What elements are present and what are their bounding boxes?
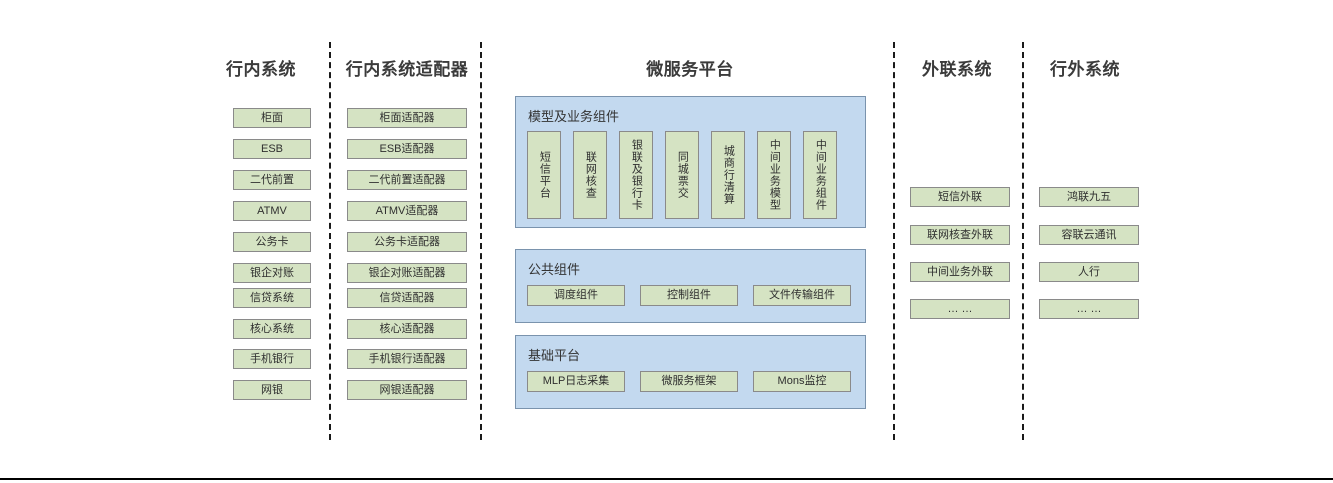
list-item[interactable]: 中间业务组件 — [803, 131, 837, 219]
list-item[interactable]: 文件传输组件 — [753, 285, 851, 306]
column-title-outside-bank-systems: 行外系统 — [1050, 60, 1120, 79]
list-item[interactable]: 人行 — [1039, 262, 1139, 282]
list-item[interactable]: ATMV适配器 — [347, 201, 467, 221]
list-item[interactable]: 城商行清算 — [711, 131, 745, 219]
panel-title: 基础平台 — [528, 348, 581, 363]
column-divider-3 — [893, 42, 895, 440]
list-item[interactable]: 信贷系统 — [233, 288, 311, 308]
list-item[interactable]: 微服务框架 — [640, 371, 738, 392]
list-item[interactable]: 核心系统 — [233, 319, 311, 339]
list-item[interactable]: 柜面适配器 — [347, 108, 467, 128]
column-divider-2 — [480, 42, 482, 440]
list-item[interactable]: 鸿联九五 — [1039, 187, 1139, 207]
list-item[interactable]: 柜面 — [233, 108, 311, 128]
list-item[interactable]: 二代前置 — [233, 170, 311, 190]
list-item[interactable]: Mons监控 — [753, 371, 851, 392]
list-item[interactable]: 控制组件 — [640, 285, 738, 306]
column-divider-1 — [329, 42, 331, 440]
list-item[interactable]: 银企对账适配器 — [347, 263, 467, 283]
list-item[interactable]: 中间业务外联 — [910, 262, 1010, 282]
list-item[interactable]: … … — [910, 299, 1010, 319]
list-item[interactable]: MLP日志采集 — [527, 371, 625, 392]
list-item[interactable]: 公务卡 — [233, 232, 311, 252]
column-divider-4 — [1022, 42, 1024, 440]
list-item[interactable]: 信贷适配器 — [347, 288, 467, 308]
list-item[interactable]: 联网核查外联 — [910, 225, 1010, 245]
platform-title: 微服务平台 — [646, 60, 734, 79]
list-item[interactable]: 调度组件 — [527, 285, 625, 306]
list-item[interactable]: 公务卡适配器 — [347, 232, 467, 252]
list-item[interactable]: 短信外联 — [910, 187, 1010, 207]
column-title-external-link-systems: 外联系统 — [922, 60, 992, 79]
bottom-rule — [0, 478, 1333, 480]
column-title-internal-adapters: 行内系统适配器 — [345, 60, 469, 79]
panel-title: 公共组件 — [528, 262, 581, 277]
list-item[interactable]: 联网核查 — [573, 131, 607, 219]
list-item[interactable]: 同城票交 — [665, 131, 699, 219]
list-item[interactable]: 网银适配器 — [347, 380, 467, 400]
list-item[interactable]: … … — [1039, 299, 1139, 319]
list-item[interactable]: ESB适配器 — [347, 139, 467, 159]
list-item[interactable]: 短信平台 — [527, 131, 561, 219]
list-item[interactable]: 银企对账 — [233, 263, 311, 283]
list-item[interactable]: 手机银行 — [233, 349, 311, 369]
list-item[interactable]: 中间业务模型 — [757, 131, 791, 219]
list-item[interactable]: ATMV — [233, 201, 311, 221]
list-item[interactable]: 核心适配器 — [347, 319, 467, 339]
list-item[interactable]: 容联云通讯 — [1039, 225, 1139, 245]
panel-title: 模型及业务组件 — [528, 109, 620, 124]
list-item[interactable]: 手机银行适配器 — [347, 349, 467, 369]
list-item[interactable]: 网银 — [233, 380, 311, 400]
column-title-internal-systems: 行内系统 — [226, 60, 296, 79]
list-item[interactable]: 银联及银行卡 — [619, 131, 653, 219]
list-item[interactable]: 二代前置适配器 — [347, 170, 467, 190]
list-item[interactable]: ESB — [233, 139, 311, 159]
